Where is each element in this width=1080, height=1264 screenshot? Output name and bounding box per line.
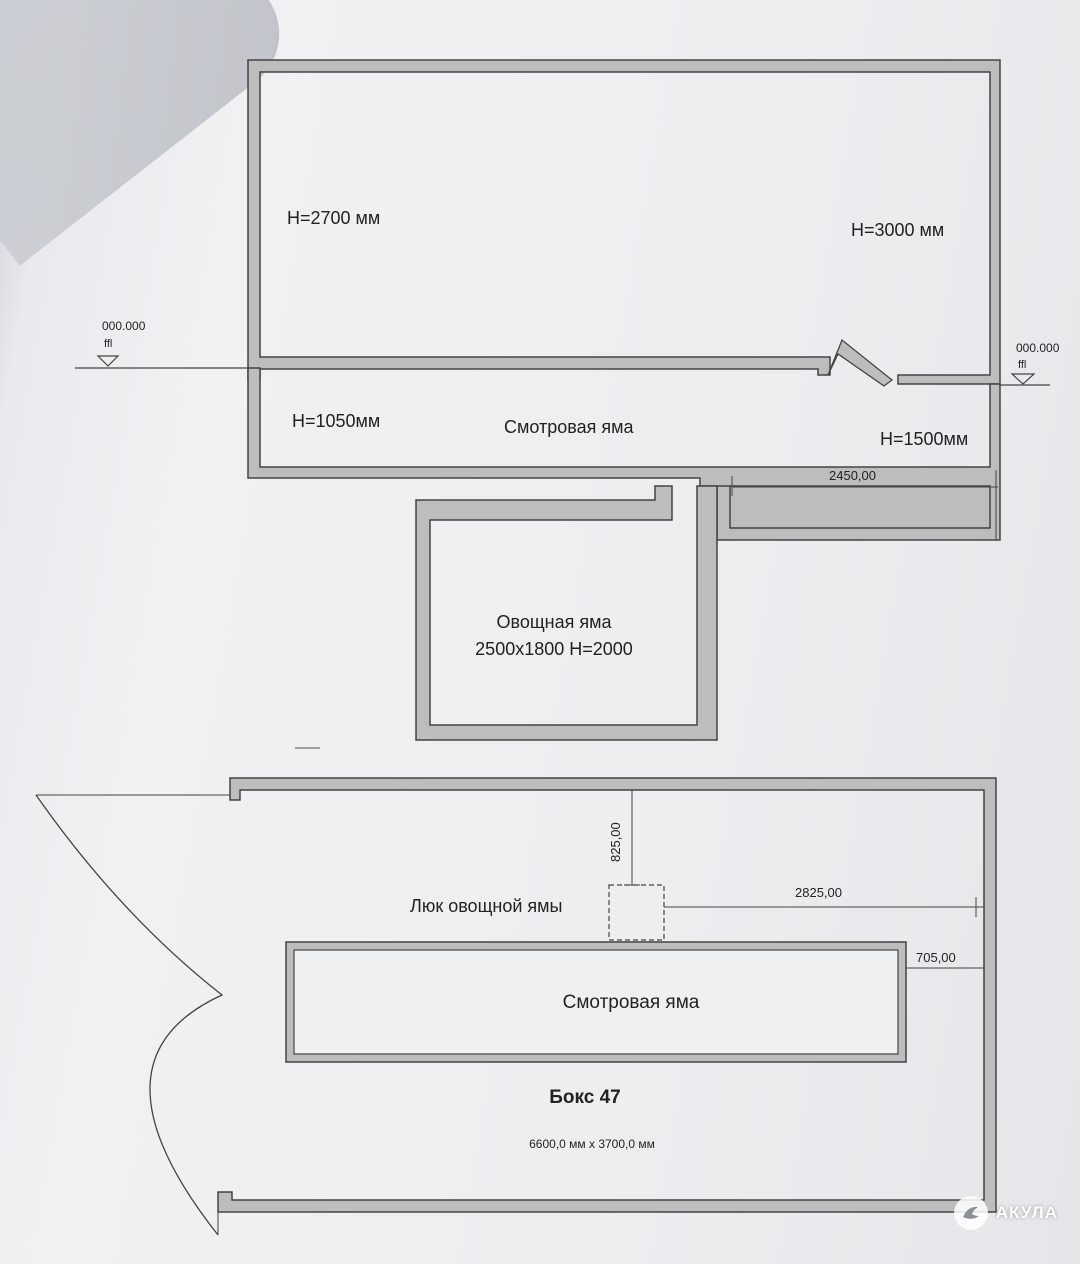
box-outline-walls [217,777,997,1213]
pit-extension-walls [717,485,991,529]
level-marker-right [1010,373,1036,385]
door-leaf [827,338,894,387]
pit-height-right: H=1500мм [880,429,968,449]
pit-dimension: 2450,00 [829,468,876,483]
cellar-walls [415,485,718,741]
cellar-size: 2500x1800 H=2000 [475,639,633,659]
pit-height-left: H=1050мм [292,411,380,431]
cellar-hatch [608,884,665,941]
shark-logo-icon [953,1196,988,1230]
inspection-pit-section-walls [247,367,1001,541]
dim-hatch: 2825,00 [795,885,842,900]
pit-label-bottom: Смотровая яма [563,992,700,1013]
room-height-left: H=2700 мм [287,208,380,228]
level-left-unit: ffl [104,338,112,350]
level-marker-left [96,355,120,367]
box-title: Бокс 47 [549,1087,621,1108]
box-size: 6600,0 мм x 3700,0 мм [529,1137,655,1151]
level-right-unit: ffl [1018,359,1026,371]
room-height-right: H=3000 мм [851,220,944,240]
watermark: АКУЛА [953,1196,1058,1230]
level-left-value: 000.000 [102,319,146,333]
dim-pit-offset: 705,00 [916,950,956,965]
watermark-text: АКУЛА [995,1203,1058,1222]
dim-vertical: 825,00 [608,822,623,862]
garage-door-swing [35,794,224,1236]
hatch-label: Люк овощной ямы [410,896,562,916]
level-right-value: 000.000 [1016,341,1060,355]
cellar-label: Овощная яма [496,612,612,632]
pit-label-top: Смотровая яма [504,417,634,437]
